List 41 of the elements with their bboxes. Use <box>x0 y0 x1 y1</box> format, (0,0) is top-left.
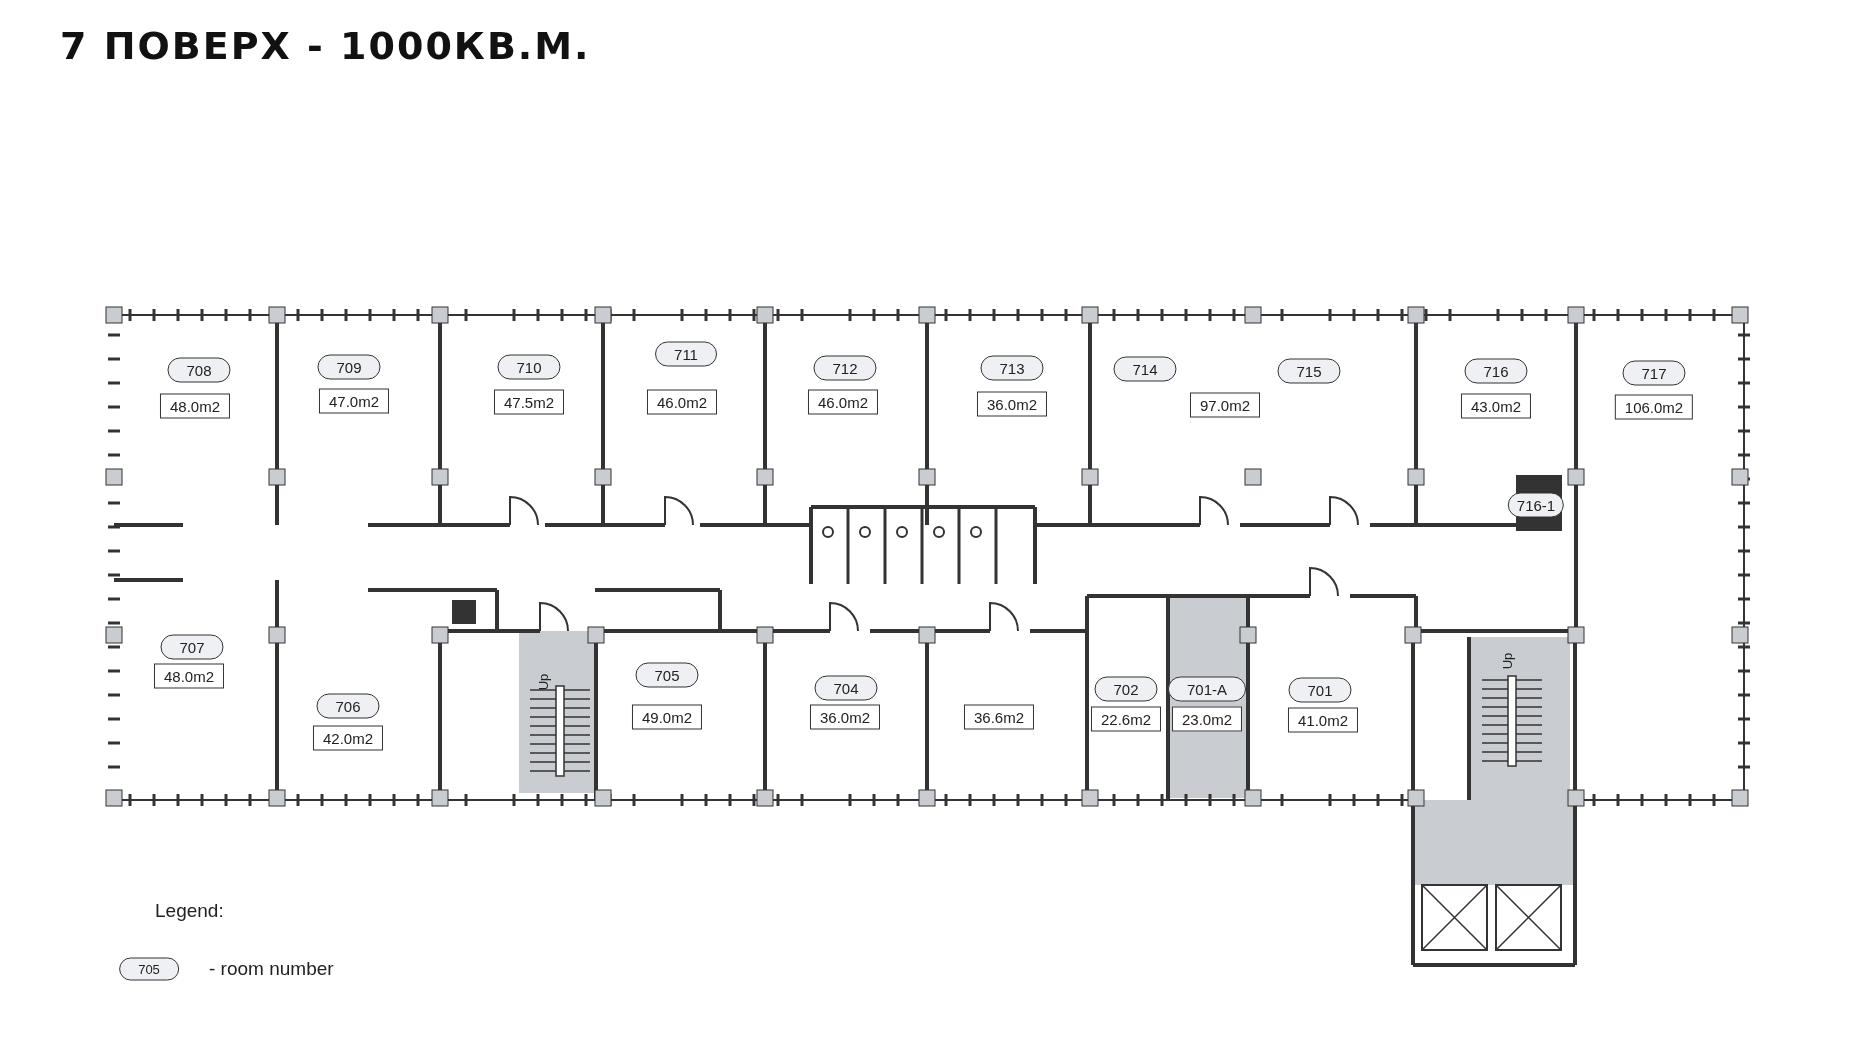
room-number-tag: 706 <box>316 693 380 719</box>
room-number-tag: 709 <box>317 354 381 380</box>
page-title: 7 ПОВЕРХ - 1000КВ.М. <box>60 24 591 68</box>
stair-direction-text: Up <box>535 673 551 691</box>
room-number-tag: 702 <box>1094 676 1158 702</box>
room-number-tag: 705 <box>119 957 179 981</box>
area-label: 49.0m2 <box>632 704 702 730</box>
area-label: 47.5m2 <box>494 389 564 415</box>
area-label: 48.0m2 <box>160 393 230 419</box>
room-number-tag: 714 <box>1113 356 1177 382</box>
legend-text: - room number <box>209 958 334 980</box>
area-label: 22.6m2 <box>1091 706 1161 732</box>
area-label: 36.0m2 <box>810 704 880 730</box>
area-label: 46.0m2 <box>808 389 878 415</box>
room-number-tag: 705 <box>635 662 699 688</box>
room-number-tag: 708 <box>167 357 231 383</box>
area-label: 41.0m2 <box>1288 707 1358 733</box>
room-number-tag: 717 <box>1622 360 1686 386</box>
area-label: 48.0m2 <box>154 663 224 689</box>
stair-direction-text: Up <box>1499 652 1515 670</box>
room-number-tag: 715 <box>1277 358 1341 384</box>
legend-heading: Legend: <box>155 900 224 922</box>
area-label: 23.0m2 <box>1172 706 1242 732</box>
area-label: 46.0m2 <box>647 389 717 415</box>
area-label: 36.0m2 <box>977 391 1047 417</box>
area-label: 97.0m2 <box>1190 392 1260 418</box>
room-number-tag: 713 <box>980 355 1044 381</box>
room-number-tag: 712 <box>813 355 877 381</box>
room-number-tag: 701 <box>1288 677 1352 703</box>
room-number-tag: 716-1 <box>1507 492 1565 518</box>
area-label: 42.0m2 <box>313 725 383 751</box>
room-number-tag: 711 <box>655 341 717 367</box>
area-label: 36.6m2 <box>964 704 1034 730</box>
area-label: 43.0m2 <box>1461 393 1531 419</box>
room-number-tag: 707 <box>160 634 224 660</box>
room-number-tag: 704 <box>814 675 878 701</box>
area-label: 106.0m2 <box>1614 394 1694 420</box>
room-number-tag: 710 <box>497 354 561 380</box>
room-number-tag: 716 <box>1464 358 1528 384</box>
room-number-tag: 701-A <box>1168 676 1246 702</box>
area-label: 47.0m2 <box>319 388 389 414</box>
